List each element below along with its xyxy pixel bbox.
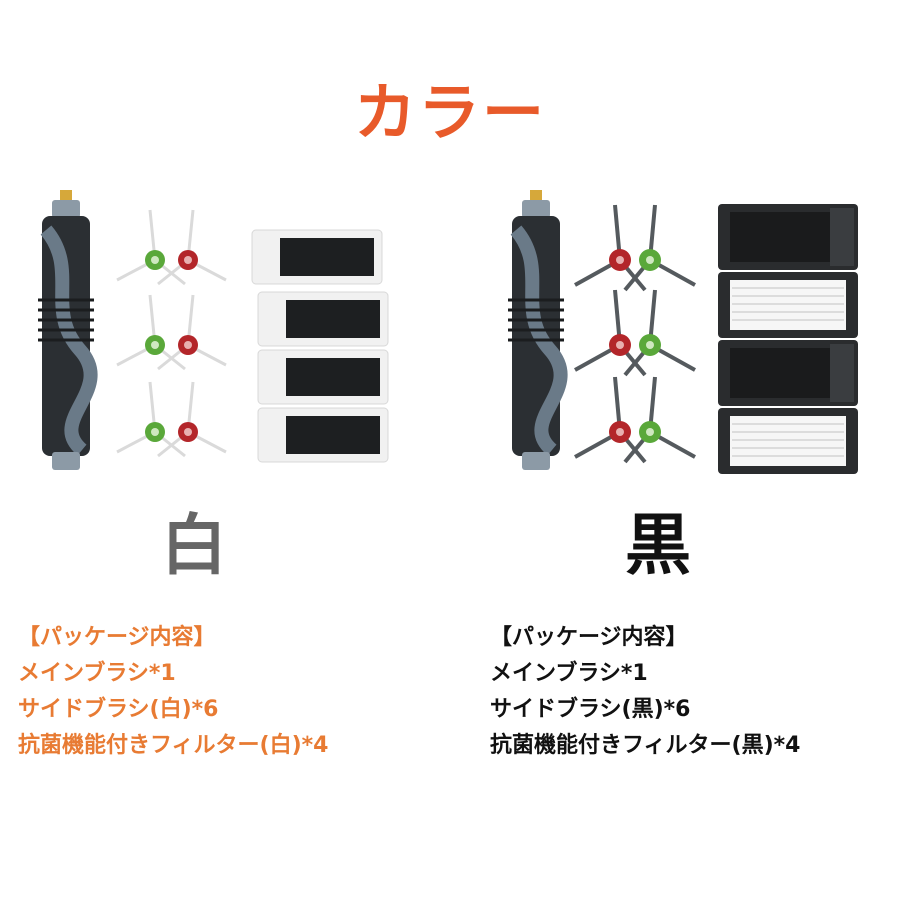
package-contents-black: 【パッケージ内容】 メインブラシ*1 サイドブラシ(黒)*6 抗菌機能付きフィル…	[490, 620, 800, 764]
package-item: サイドブラシ(白)*6	[18, 697, 219, 722]
package-item: メインブラシ*1	[490, 661, 648, 686]
side-brushes-image	[116, 209, 227, 458]
color-label-white: 白	[161, 507, 227, 584]
package-contents-white: 【パッケージ内容】 メインブラシ*1 サイドブラシ(白)*6 抗菌機能付きフィル…	[18, 620, 328, 764]
filters-image	[718, 204, 858, 474]
package-item: 抗菌機能付きフィルター(白)*4	[18, 733, 329, 758]
main-brush-image	[38, 190, 98, 470]
package-item: 抗菌機能付きフィルター(黒)*4	[490, 733, 801, 758]
package-header: 【パッケージ内容】	[18, 625, 216, 650]
side-brushes-image	[574, 204, 696, 464]
main-brush-image	[508, 190, 568, 470]
package-item: メインブラシ*1	[18, 661, 176, 686]
page-title: カラー	[353, 76, 546, 149]
color-label-black: 黒	[625, 507, 691, 584]
filters-image	[251, 229, 389, 463]
white-product-image	[30, 190, 400, 480]
package-item: サイドブラシ(黒)*6	[490, 697, 691, 722]
black-product-image	[500, 190, 870, 480]
package-header: 【パッケージ内容】	[490, 625, 688, 650]
